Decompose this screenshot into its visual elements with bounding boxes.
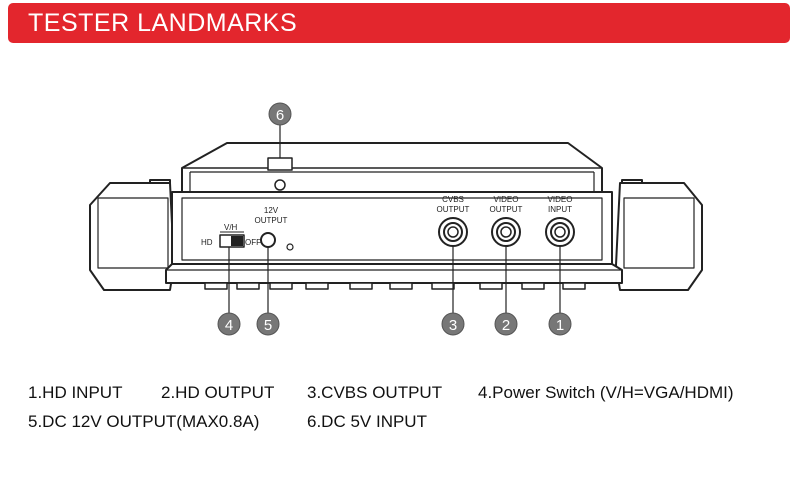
callout-1: 1 [548, 312, 572, 336]
callout-leader-lines [228, 125, 561, 314]
video-output-connector [491, 217, 521, 247]
callout-4: 4 [217, 312, 241, 336]
callout-5: 5 [256, 312, 280, 336]
callout-5-number: 5 [264, 317, 272, 334]
lid-indicator-hole [274, 179, 286, 191]
video-output-label-line2: OUTPUT [490, 205, 523, 214]
dc-5v-input-port [267, 157, 293, 171]
callout-6: 6 [268, 102, 292, 126]
power-led [286, 243, 294, 251]
tester-diagram: V/H HD OFF 12V OUTPUT CVBS OUTPUT VIDEO … [89, 102, 703, 336]
callout-2: 2 [494, 312, 518, 336]
cvbs-output-connector [438, 217, 468, 247]
front-panel [165, 191, 623, 284]
switch-vh-label: V/H [224, 223, 238, 232]
callout-3: 3 [441, 312, 465, 336]
legend-row-2: 5.DC 12V OUTPUT(MAX0.8A) 6.DC 5V INPUT [28, 412, 427, 472]
power-switch [219, 231, 245, 248]
dc-output-label-line1: 12V [264, 206, 279, 215]
page-title: TESTER LANDMARKS [28, 9, 298, 37]
cvbs-label-line2: OUTPUT [437, 205, 470, 214]
legend-item-dc-12v-output: 5.DC 12V OUTPUT(MAX0.8A) [28, 412, 260, 431]
callout-1-number: 1 [556, 317, 564, 334]
cvbs-label-line1: CVBS [442, 195, 464, 204]
switch-off-label: OFF [245, 238, 261, 247]
legend-row-1: 1.HD INPUT 2.HD OUTPUT 3.CVBS OUTPUT 4.P… [28, 383, 734, 483]
callout-2-number: 2 [502, 317, 510, 334]
video-input-connector [545, 217, 575, 247]
legend-item-cvbs-output: 3.CVBS OUTPUT [307, 383, 443, 402]
left-handle [89, 179, 175, 291]
right-handle [615, 179, 703, 291]
legend-item-power-switch: 4.Power Switch (V/H=VGA/HDMI) [478, 383, 734, 402]
video-input-label-line1: VIDEO [548, 195, 573, 204]
legend-item-dc-5v-input: 6.DC 5V INPUT [307, 412, 427, 431]
switch-hd-label: HD [201, 238, 213, 247]
title-banner: TESTER LANDMARKS [8, 3, 790, 43]
dc-12v-output-jack [260, 232, 276, 248]
legend-item-hd-input: 1.HD INPUT [28, 383, 123, 402]
callout-4-number: 4 [225, 317, 233, 334]
video-output-label-line1: VIDEO [494, 195, 519, 204]
device-lid [181, 142, 603, 193]
legend-item-hd-output: 2.HD OUTPUT [161, 383, 275, 402]
callout-3-number: 3 [449, 317, 457, 334]
dc-output-label-line2: OUTPUT [255, 216, 288, 225]
video-input-label-line2: INPUT [548, 205, 572, 214]
device-feet [204, 282, 586, 290]
callout-6-number: 6 [276, 107, 284, 124]
